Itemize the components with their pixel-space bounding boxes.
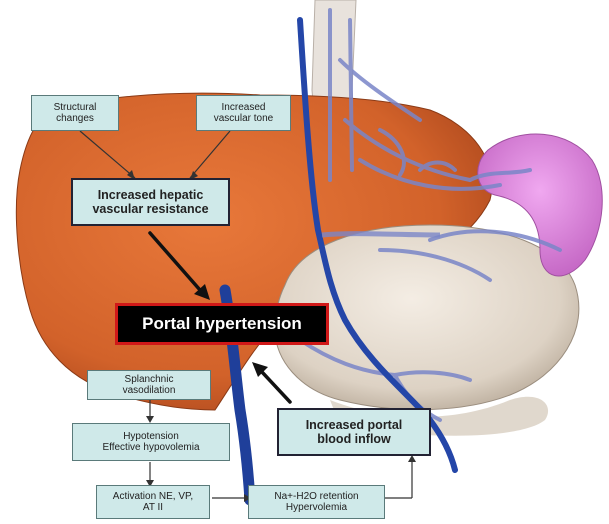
structural-changes-box: Structural changes: [31, 95, 119, 131]
increased-resistance-box: Increased hepatic vascular resistance: [71, 178, 230, 226]
increased-vascular-tone-box: Increased vascular tone: [196, 95, 291, 131]
na-retention-box: Na+-H2O retention Hypervolemia: [248, 485, 385, 519]
splanchnic-vasodilation-box: Splanchnic vasodilation: [87, 370, 211, 400]
increased-portal-inflow-box: Increased portal blood inflow: [277, 408, 431, 456]
portal-hypertension-box: Portal hypertension: [115, 303, 329, 345]
hypotension-box: Hypotension Effective hypovolemia: [72, 423, 230, 461]
activation-box: Activation NE, VP, AT II: [96, 485, 210, 519]
